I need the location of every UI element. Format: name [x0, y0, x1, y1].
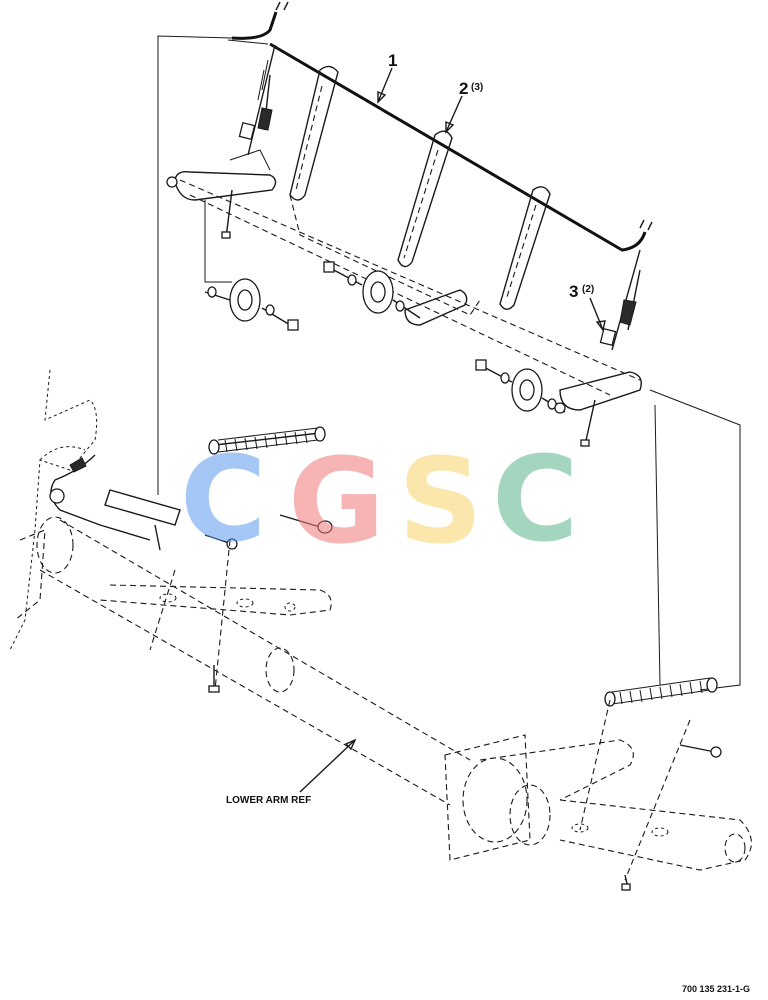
callout-1-number: 1 — [388, 51, 397, 70]
right-threaded-rod — [599, 249, 641, 351]
callout-3-quantity: (2) — [582, 284, 594, 295]
lower-arm-ref-leader — [299, 738, 357, 793]
roller-right — [475, 359, 566, 413]
spring-upper — [208, 426, 326, 455]
left-frame-outline — [9, 369, 98, 651]
hardware-fasteners — [166, 176, 596, 447]
watermark-letter-g: G — [288, 432, 385, 570]
callout-3-number: 3 — [569, 282, 578, 301]
roller-center — [323, 261, 421, 319]
callout-2-number: 2 — [459, 79, 468, 98]
cable-guide-loops — [289, 65, 551, 310]
watermark-letter-c2: C — [492, 430, 579, 568]
lower-left-bolt — [208, 665, 220, 693]
watermark-letter-s: S — [398, 432, 483, 570]
lower-arm-ref-label: LOWER ARM REF — [226, 795, 311, 806]
cable-assembly — [227, 1, 653, 252]
lower-arm-tube — [14, 516, 471, 806]
roller-left — [204, 278, 299, 331]
guide-lines — [157, 35, 741, 691]
callout-2-quantity: (3) — [471, 82, 483, 93]
figure-id: 700 135 231-1-G — [682, 984, 750, 994]
watermark-letter-c1: C — [180, 430, 267, 568]
callout-leaders — [377, 67, 606, 332]
mounting-plate — [444, 699, 752, 891]
left-threaded-rod — [238, 44, 276, 156]
lower-arm-bracket — [99, 539, 332, 691]
watermark: C G S C — [180, 430, 579, 570]
spring-lower — [604, 677, 718, 707]
